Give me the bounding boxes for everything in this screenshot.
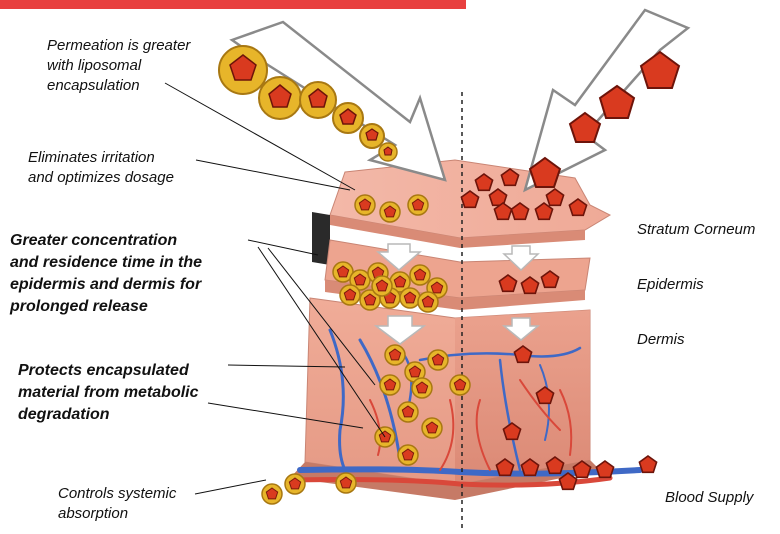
label-line: Protects encapsulated <box>18 360 199 382</box>
label-systemic: Controls systemic absorption <box>58 484 176 524</box>
label-line: material from metabolic <box>18 382 199 404</box>
label-line: and residence time in the <box>10 252 202 274</box>
label-line: with liposomal <box>47 56 190 76</box>
label-epidermis: Epidermis <box>637 275 704 295</box>
label-line: degradation <box>18 404 199 426</box>
label-line: Permeation is greater <box>47 36 190 56</box>
label-dermis: Dermis <box>637 330 685 350</box>
label-stratum-corneum: Stratum Corneum <box>637 220 755 240</box>
label-irritation: Eliminates irritation and optimizes dosa… <box>28 148 174 188</box>
label-protects: Protects encapsulated material from meta… <box>18 360 199 426</box>
label-permeation: Permeation is greater with liposomal enc… <box>47 36 190 95</box>
label-line: absorption <box>58 504 176 524</box>
label-line: prolonged release <box>10 296 202 318</box>
label-line: epidermis and dermis for <box>10 274 202 296</box>
label-line: and optimizes dosage <box>28 168 174 188</box>
label-line: Controls systemic <box>58 484 176 504</box>
label-line: Eliminates irritation <box>28 148 174 168</box>
label-line: Greater concentration <box>10 230 202 252</box>
label-line: encapsulation <box>47 76 190 96</box>
label-concentration: Greater concentration and residence time… <box>10 230 202 318</box>
label-blood-supply: Blood Supply <box>665 488 753 508</box>
